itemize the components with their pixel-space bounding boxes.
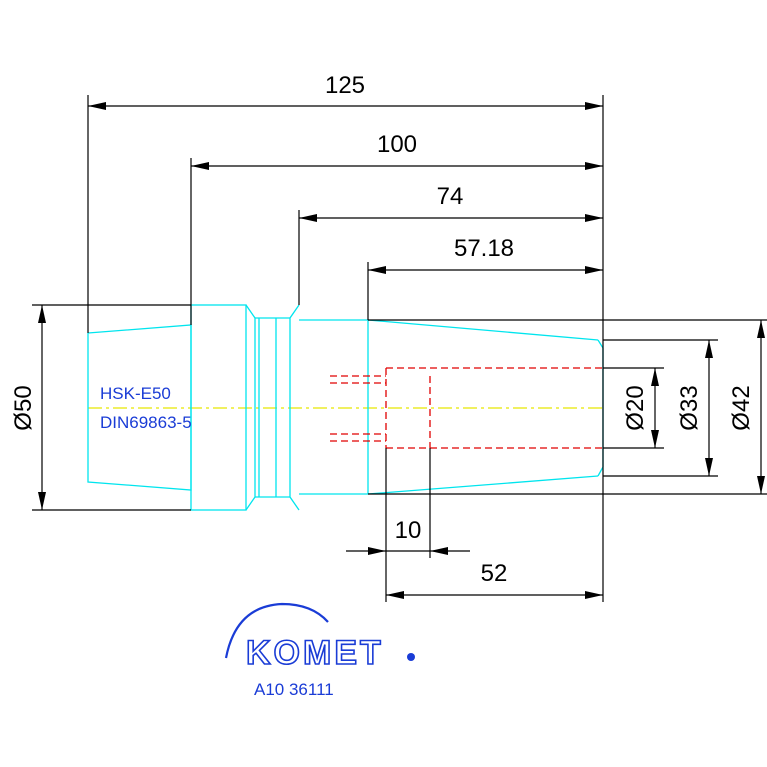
dim-dia-50: Ø50 xyxy=(10,304,191,511)
nose-bottom xyxy=(367,475,599,495)
arrow-top xyxy=(38,305,46,323)
logo-dot xyxy=(407,653,415,661)
dim-125: 125 xyxy=(87,72,603,333)
arrow-left xyxy=(368,266,386,274)
dim-74-label: 74 xyxy=(437,183,464,210)
arrow-left xyxy=(368,547,386,555)
dim-dia-33-label: Ø33 xyxy=(676,385,703,430)
dim-74: 74 xyxy=(298,183,603,305)
nose-top xyxy=(367,319,599,341)
arrow-bottom xyxy=(705,458,713,476)
komet-logo: KOMET xyxy=(224,602,415,673)
arrow-left xyxy=(299,214,317,222)
arrow-top xyxy=(757,320,765,338)
dim-57-18-label: 57.18 xyxy=(454,235,514,262)
groove-left xyxy=(245,304,256,511)
dim-10: 10 xyxy=(346,448,470,602)
arrow-left xyxy=(191,162,209,170)
arrow-right xyxy=(585,162,603,170)
dim-52: 52 xyxy=(386,560,603,599)
dim-dia-20: Ø20 xyxy=(603,367,664,449)
dim-125-label: 125 xyxy=(325,72,365,99)
arrow-bottom xyxy=(38,492,46,510)
article-number: A10 36111 xyxy=(254,680,334,699)
arrow-right xyxy=(585,102,603,110)
dim-52-label: 52 xyxy=(481,560,508,587)
dim-dia-42: Ø42 xyxy=(368,319,767,495)
groove-right xyxy=(289,304,300,511)
arrow-top xyxy=(705,340,713,358)
brand-name: KOMET xyxy=(246,634,384,672)
part-label-standard: HSK-E50 xyxy=(100,384,171,403)
arrow-right xyxy=(585,214,603,222)
dim-10-label: 10 xyxy=(395,517,422,544)
arrow-right xyxy=(430,547,448,555)
arrow-left xyxy=(88,102,106,110)
arrow-bottom xyxy=(651,430,659,448)
dim-dia-33: Ø33 xyxy=(603,339,718,477)
dim-dia-50-label: Ø50 xyxy=(10,385,37,430)
hidden-bore xyxy=(330,367,603,449)
dim-dia-42-label: Ø42 xyxy=(728,385,755,430)
arrow-bottom xyxy=(757,476,765,494)
part-outline xyxy=(87,304,604,511)
logo-arc xyxy=(224,602,329,659)
arrow-top xyxy=(651,368,659,386)
dim-dia-20-label: Ø20 xyxy=(622,385,649,430)
part-label-din: DIN69863-5 xyxy=(100,413,192,432)
dim-100-label: 100 xyxy=(377,131,417,158)
arrow-left xyxy=(386,591,404,599)
dim-100: 100 xyxy=(190,131,603,325)
arrow-right xyxy=(585,266,603,274)
dim-57-18: 57.18 xyxy=(367,235,603,320)
arrow-right xyxy=(585,591,603,599)
collar xyxy=(190,304,247,511)
